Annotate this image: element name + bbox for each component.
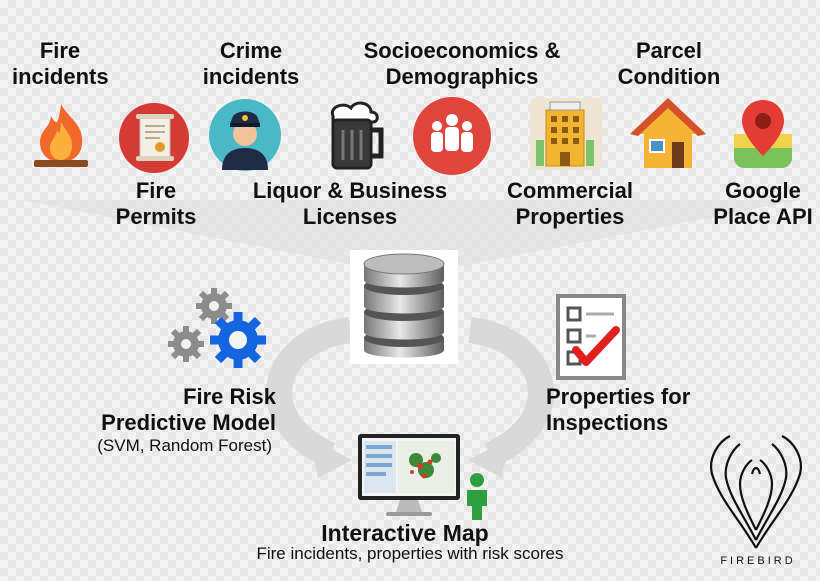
source-label-fire-permits: Fire Permits: [115, 178, 197, 229]
inspections-title: Properties for Inspections: [546, 384, 691, 435]
source-label-commercial-properties: Commercial Properties: [507, 178, 633, 229]
person-icon: [467, 473, 487, 520]
source-label-crime-incidents: Crime incidents: [202, 38, 300, 89]
firebird-logo-icon: [710, 435, 802, 549]
brand-name: FIREBIRD: [720, 555, 796, 567]
source-label-fire-incidents: Fire incidents: [12, 38, 109, 89]
gears-icon: [168, 288, 266, 368]
house-icon: [630, 98, 706, 168]
database-icon: [350, 250, 458, 364]
model-title: Fire Risk Predictive Model: [101, 384, 276, 435]
beer-mug-icon: [330, 101, 384, 170]
permit-scroll-icon: [119, 103, 189, 173]
source-label-google-place-api: Google Place API: [713, 178, 813, 229]
people-group-icon: [413, 97, 491, 175]
source-label-liquor-business-licenses: Liquor & Business Licenses: [252, 178, 448, 229]
model-subtitle: (SVM, Random Forest): [97, 436, 272, 455]
computer-map-icon: [358, 434, 460, 516]
hotel-building-icon: [530, 98, 602, 170]
police-officer-icon: [209, 99, 281, 171]
fire-icon: [34, 104, 88, 167]
source-label-socioeconomics-demographics: Socioeconomics & Demographics: [363, 38, 561, 89]
checklist-icon: [556, 294, 626, 380]
map-pin-icon: [734, 100, 792, 168]
source-label-parcel-condition: Parcel Condition: [617, 38, 721, 89]
map-subtitle: Fire incidents, properties with risk sco…: [256, 544, 564, 563]
map-title: Interactive Map: [321, 520, 489, 546]
